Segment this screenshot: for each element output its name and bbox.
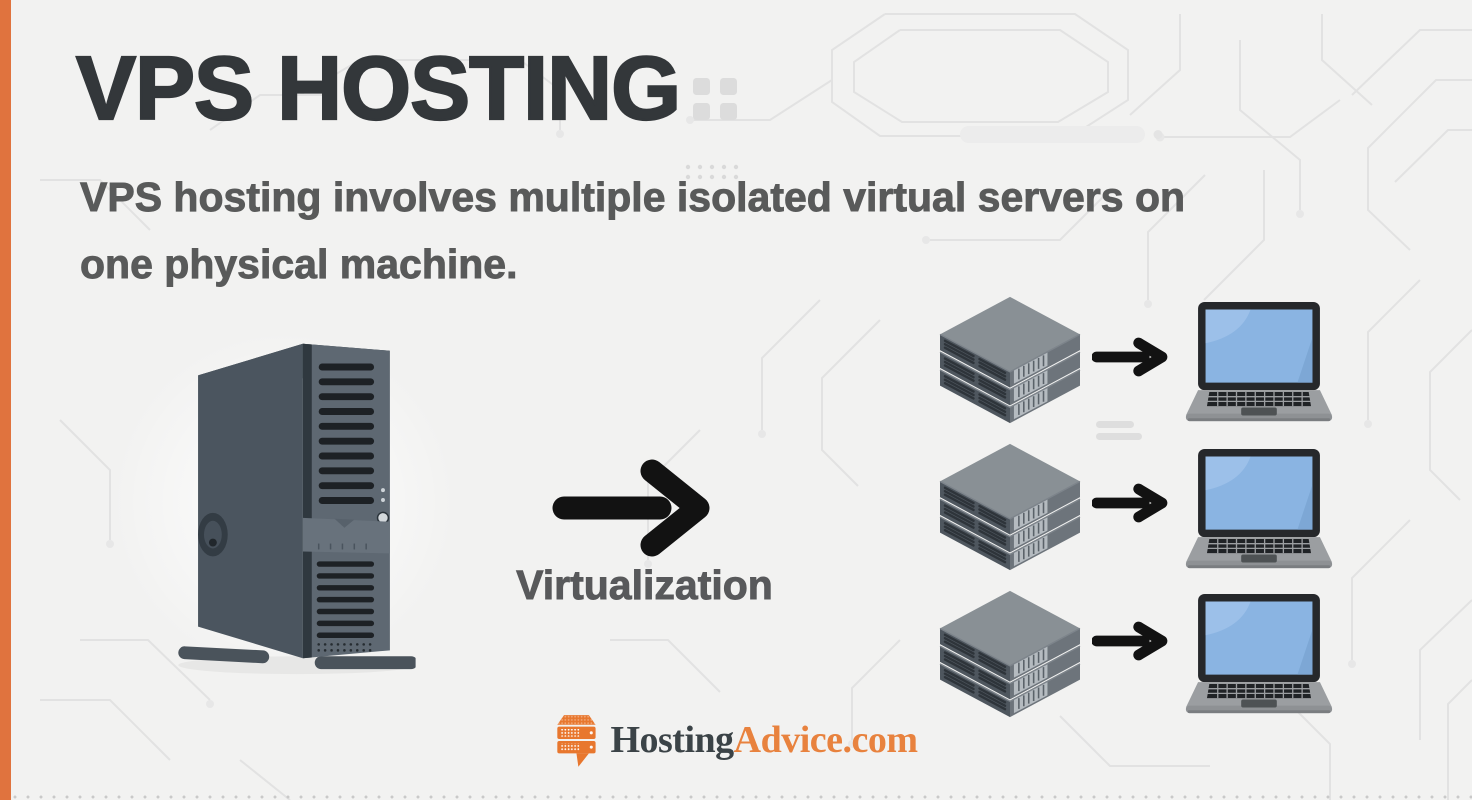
arrow-right-icon bbox=[1092, 620, 1176, 662]
page-subtitle: VPS hosting involves multiple isolated v… bbox=[80, 164, 1186, 298]
virtualization-label: Virtualization bbox=[516, 562, 774, 609]
accent-bar bbox=[0, 0, 11, 800]
server-speech-bubble-icon bbox=[554, 712, 598, 768]
virtualization-arrow-icon bbox=[550, 458, 720, 558]
brand-name-hosting: Hosting bbox=[610, 719, 734, 761]
subtitle-line: one physical machine. bbox=[80, 241, 518, 288]
footer-brand: HostingAdvice.com bbox=[554, 712, 918, 768]
brand-name-advice: Advice.com bbox=[733, 719, 918, 761]
arrow-right-icon bbox=[1092, 336, 1176, 378]
tower-server-icon bbox=[166, 324, 418, 680]
server-stack-icon bbox=[936, 292, 1084, 430]
brand-name: HostingAdvice.com bbox=[610, 718, 918, 762]
server-stack-icon bbox=[936, 439, 1084, 577]
subtitle-line: VPS hosting involves multiple isolated v… bbox=[80, 174, 1186, 221]
server-stack-icon bbox=[936, 586, 1084, 724]
bottom-dotted-line bbox=[0, 795, 1472, 799]
page-title: VPS HOSTING bbox=[75, 39, 682, 139]
laptop-icon bbox=[1184, 443, 1334, 575]
arrow-right-icon bbox=[1092, 482, 1176, 524]
laptop-icon bbox=[1184, 588, 1334, 720]
laptop-icon bbox=[1184, 296, 1334, 428]
